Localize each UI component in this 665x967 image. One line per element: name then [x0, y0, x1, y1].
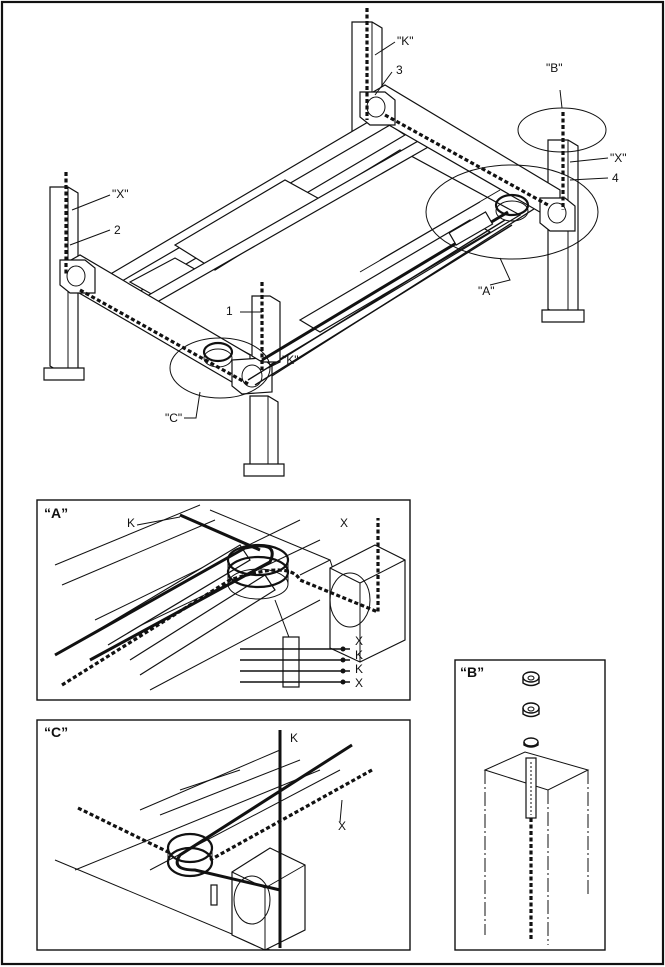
label-x-right: "X" — [610, 151, 627, 165]
detail-a-k-label: K — [127, 516, 135, 530]
yoke-top — [359, 91, 396, 126]
washer-icon — [523, 737, 539, 748]
yoke-front — [231, 357, 273, 395]
clamp-label-3: K — [355, 662, 363, 676]
lift-overview: "K" 3 "X" 2 "B" "X" 4 "A" 1 "K" "C" — [43, 8, 627, 477]
label-post-3: 3 — [396, 63, 403, 77]
label-detail-c: "C" — [165, 411, 182, 425]
yoke-left — [59, 259, 96, 294]
label-x-left: "X" — [112, 187, 129, 201]
detail-a-x-label: X — [340, 516, 348, 530]
nut-top-icon — [522, 671, 540, 687]
label-post-1: 1 — [226, 304, 233, 318]
detail-a-title: “A” — [44, 505, 68, 521]
yoke-right — [539, 197, 576, 232]
runway-platform — [61, 84, 561, 391]
clamp-label-1: X — [355, 634, 363, 648]
clamp-label-4: X — [355, 676, 363, 690]
detail-c-x-label: X — [338, 819, 346, 833]
detail-b-title: “B” — [460, 664, 484, 680]
clamp-label-2: K — [355, 648, 363, 662]
detail-circle-a — [425, 164, 599, 260]
detail-b-panel: “B” — [454, 659, 606, 951]
detail-c-k-label: K — [290, 731, 298, 745]
detail-circle-c — [169, 337, 271, 399]
label-k-bottom: "K" — [282, 353, 299, 367]
detail-c-title: “C” — [44, 724, 68, 740]
detail-a-panel: “A” — [36, 499, 411, 701]
cable-x-back-rail — [384, 113, 549, 207]
nut-middle-icon — [522, 702, 540, 718]
label-post-2: 2 — [114, 223, 121, 237]
label-detail-b: "B" — [546, 61, 563, 75]
label-k-top: "K" — [397, 34, 414, 48]
label-detail-a: "A" — [478, 284, 495, 298]
detail-c-panel: “C” K X — [36, 719, 411, 951]
label-post-4: 4 — [612, 171, 619, 185]
